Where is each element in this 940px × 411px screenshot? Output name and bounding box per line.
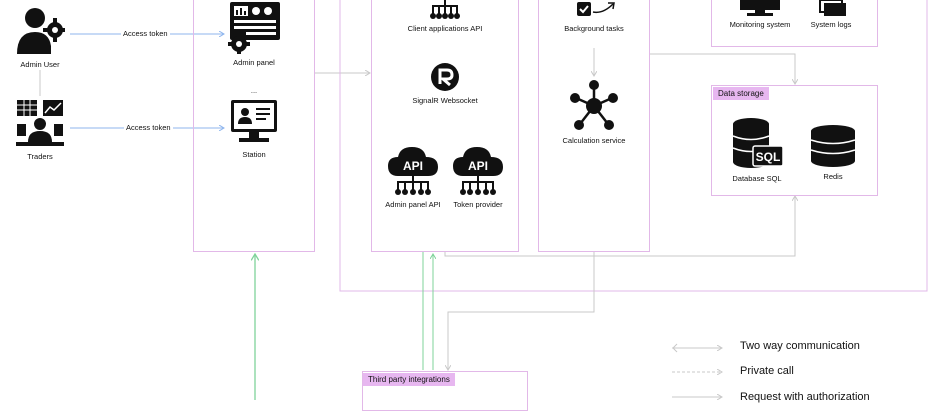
data-storage-container — [711, 85, 878, 196]
molecule-icon — [570, 80, 618, 130]
system-logs-node[interactable]: System logs — [796, 0, 866, 29]
calculation-service-node[interactable]: Calculation service — [552, 80, 636, 145]
token-provider-node[interactable]: API Token provider — [445, 144, 511, 209]
frontend-container — [193, 0, 315, 252]
legend-request-auth: Request with authorization — [740, 391, 870, 403]
database-sql-node[interactable]: SQL Database SQL — [726, 116, 788, 183]
signalr-logo-icon — [431, 63, 459, 91]
traders-node[interactable]: Traders — [10, 98, 70, 161]
access-token-label: Access token — [124, 123, 173, 132]
database-sql-icon: SQL — [732, 118, 784, 168]
outer-frame — [339, 0, 928, 292]
client-api-node[interactable]: Client applications API — [400, 0, 490, 33]
monitoring-system-node[interactable]: Monitoring system — [722, 0, 798, 29]
database-icon — [810, 125, 856, 167]
monitoring-container — [711, 0, 878, 47]
legend-two-way: Two way communication — [740, 340, 860, 352]
user-gear-icon — [17, 8, 65, 54]
admin-user-node[interactable]: Admin User — [10, 2, 70, 69]
traders-icon — [16, 100, 64, 146]
station-node[interactable]: Station — [222, 98, 286, 159]
data-storage-tag: Data storage — [713, 87, 769, 100]
admin-panel-node[interactable]: Admin panel — [222, 0, 286, 67]
tasks-icon — [577, 2, 615, 16]
cloud-api-icon: API — [388, 147, 438, 195]
background-tasks-node[interactable]: Background tasks — [552, 0, 636, 33]
network-icon — [430, 0, 460, 19]
connector-lines — [39, 0, 928, 400]
redis-node[interactable]: Redis — [802, 124, 864, 181]
third-party-tag: Third party integrations — [363, 373, 455, 386]
access-token-label: Access token — [121, 29, 170, 38]
ellipsis-text: ... — [250, 86, 258, 95]
logs-icon — [819, 0, 846, 16]
admin-panel-api-node[interactable]: API Admin panel API — [380, 144, 446, 209]
services-container — [538, 0, 650, 252]
signalr-node[interactable]: SignalR Websocket — [400, 62, 490, 105]
sql-text: SQL — [756, 150, 781, 164]
api-text: API — [468, 159, 488, 173]
legend-private-call: Private call — [740, 365, 794, 377]
api-container — [371, 0, 519, 252]
monitor-icon — [740, 0, 780, 16]
cloud-api-icon: API — [453, 147, 503, 195]
api-text: API — [403, 159, 423, 173]
dashboard-icon — [228, 2, 280, 54]
workstation-icon — [231, 100, 277, 142]
